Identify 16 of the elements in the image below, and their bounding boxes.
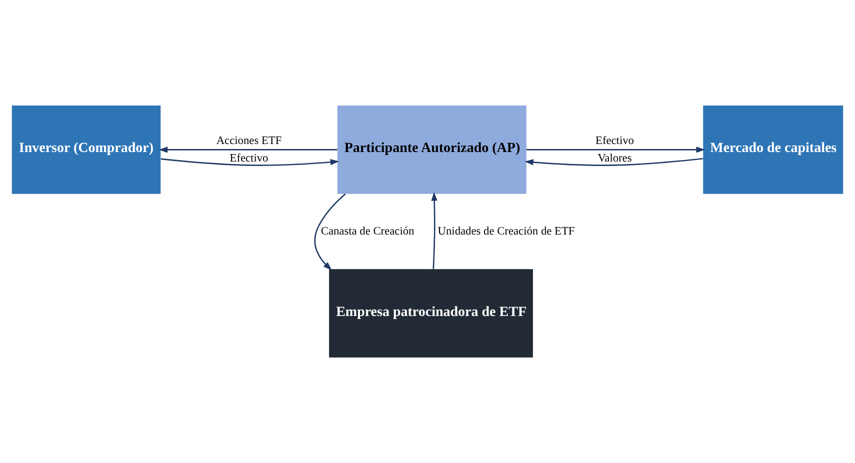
edge-label: Valores	[598, 152, 632, 164]
edge-label: Efectivo	[596, 134, 634, 147]
node-box: Empresa patrocinadora de ETF	[329, 269, 533, 358]
edge-label: Efectivo	[230, 152, 268, 164]
node-box: Inversor (Comprador)	[12, 106, 161, 194]
arrow	[431, 192, 438, 269]
edge-label: Acciones ETF	[216, 134, 282, 147]
arrow	[160, 158, 340, 166]
node-box: Mercado de capitales	[703, 106, 844, 194]
arrow	[524, 158, 703, 166]
edge-label: Canasta de Creación	[320, 225, 414, 238]
node-box: Participante Autorizado (AP)	[337, 106, 526, 194]
arrow	[526, 146, 705, 153]
arrow	[314, 194, 346, 270]
edge-label: Unidades de Creación de ETF	[438, 225, 575, 238]
arrow	[158, 146, 338, 153]
